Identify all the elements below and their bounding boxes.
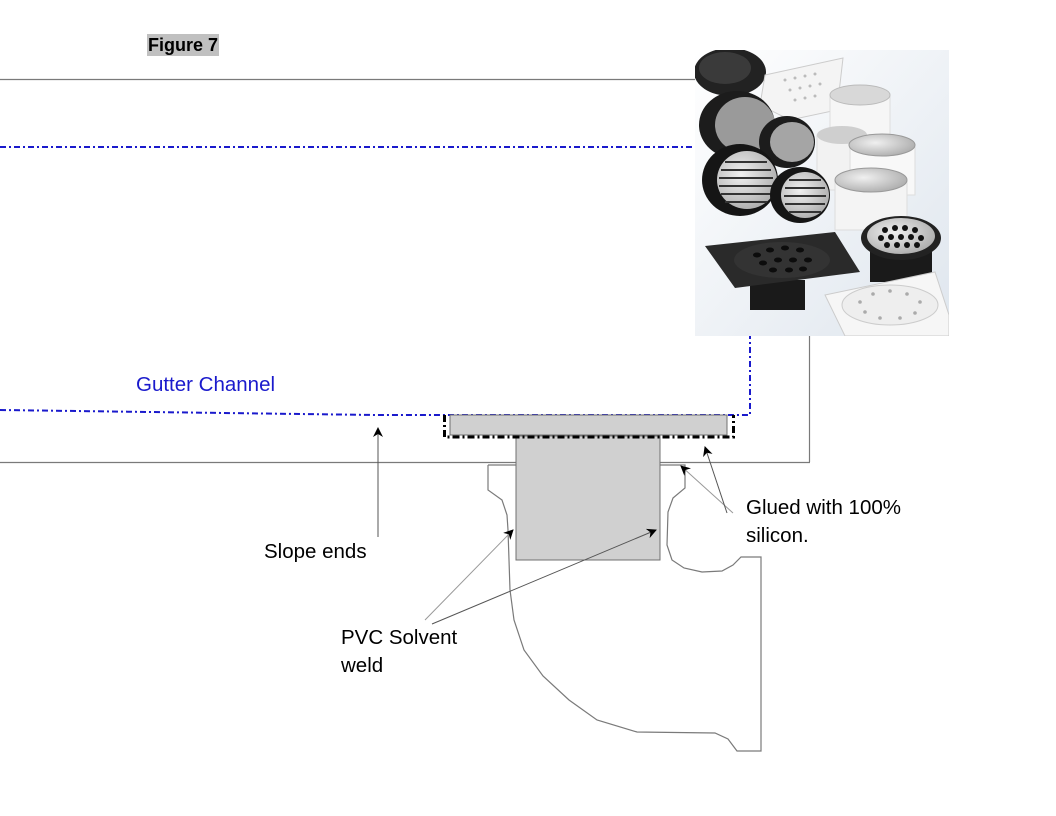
black-round-drains [699,91,830,223]
pvc-solvent-weld-label: PVC Solvent weld [341,624,457,680]
figure-label: Figure 7 [147,34,220,56]
drain-body [515,435,661,561]
white-square-grate-top [759,57,844,121]
pvc-label-line-2: weld [341,654,384,677]
gutter-channel-label: Gutter Channel [136,373,276,396]
pvc-weld-arrow-right [431,528,657,625]
drain-products-photo [695,50,949,336]
glued-label-line-1: Glued with 100% [746,496,901,519]
white-pvc-drains-stack [816,84,916,231]
glued-label-line-2: silicon. [746,524,809,547]
slope-ends-label: Slope ends [264,540,367,563]
glued-arrow-flange [703,446,728,514]
pvc-label-line-1: PVC Solvent [341,626,458,649]
pvc-weld-arrow-left [424,529,514,621]
silicone-seal-outline [443,415,735,439]
glued-arrow-pipe [680,465,734,514]
drain-pipe-outline [487,464,762,752]
drain-flange [449,414,728,436]
gutter-channel-floor-line [0,335,751,416]
black-round-drain-top [695,50,766,96]
white-square-drain [824,271,949,336]
black-square-drain [705,232,860,310]
glued-silicon-label: Glued with 100% silicon. [746,494,901,550]
steel-grate-black-body-drain [861,216,941,282]
